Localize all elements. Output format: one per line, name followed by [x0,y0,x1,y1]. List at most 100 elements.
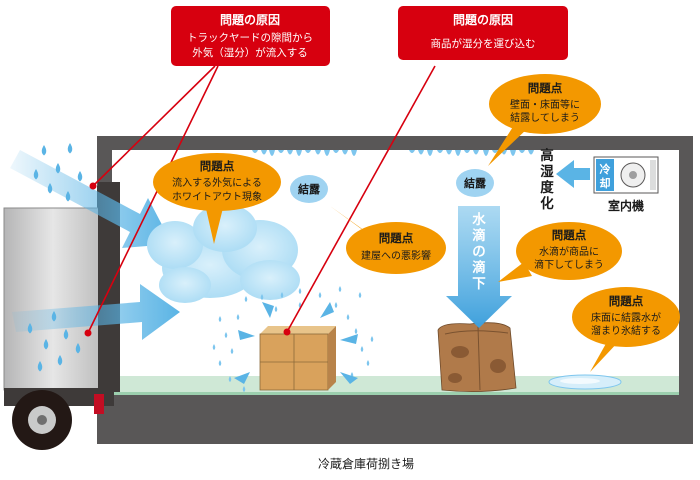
cause-box-1: 問題の原因 トラックヤードの隙間から 外気（湿分）が流入する [171,6,330,66]
air-inflow-arrows [10,150,180,340]
air-inflow-arrow-lower [12,284,180,340]
truck-container [3,207,103,391]
water-droplet-icon [67,143,73,154]
wet-product-box [437,322,517,392]
water-droplet-icon [37,361,43,372]
diagram-caption: 冷蔵倉庫荷捌き場 [318,456,414,471]
ceiling-drip-icon [464,150,470,153]
svg-text:商品が湿分を運び込む: 商品が湿分を運び込む [431,37,536,50]
drip-text-char: 滴 [472,227,486,244]
truck-wheel-center [37,415,47,425]
ceiling-drip-icon [409,150,415,153]
water-droplet-icon [57,355,63,366]
air-inflow-arrow-upper [10,150,172,248]
svg-text:流入する外気による: 流入する外気による [172,176,262,189]
ceiling-drip-icon [519,150,525,153]
water-droplet-icon [63,329,69,340]
svg-text:水滴が商品に: 水滴が商品に [539,245,599,258]
svg-text:問題点: 問題点 [379,231,414,245]
moisture-spread-arrows [234,302,358,384]
ceiling-drip-icon [296,150,302,156]
water-drip-arrow [446,206,512,328]
svg-text:壁面・床面等に: 壁面・床面等に [510,98,580,111]
svg-text:床面に結露水が: 床面に結露水が [591,311,661,324]
water-droplet-icon [43,339,49,350]
condensation-label-2: 結露 [456,169,494,197]
drip-text-char: 下 [472,276,486,292]
water-droplet-icon [242,386,246,392]
ceiling-drip-icon [455,150,461,156]
cool-text-char: 冷 [600,162,611,176]
water-droplet-icon [360,346,364,352]
ceiling-drip-icon [510,150,516,156]
humid-text-char: 高 [540,147,554,164]
floor-edge [112,392,679,395]
whiteout-cloud [147,204,300,303]
water-droplet-icon [354,328,358,334]
ceiling-drip-icon [418,150,424,155]
svg-text:結露: 結露 [464,176,487,190]
svg-text:問題点: 問題点 [552,228,587,242]
floor-surface [112,376,679,394]
problem-bubble-condensation: 問題点 壁面・床面等に 結露してしまう [488,74,601,166]
ceiling-drip-icon [324,150,330,156]
water-droplet-icon [280,292,284,298]
water-droplet-icon [41,145,47,156]
ceiling-drip-icon [333,150,339,153]
ceiling-drip-icon [427,150,433,156]
water-droplet-icon [230,348,234,354]
svg-text:問題点: 問題点 [528,81,563,95]
ceiling-drip-icon [287,150,293,155]
humid-text-char: 度 [540,179,554,196]
humid-text-char: 化 [540,195,554,212]
svg-text:滴下してしまう: 滴下してしまう [534,258,604,271]
ceiling-drip-icon [351,150,357,156]
svg-text:問題点: 問題点 [609,294,644,308]
water-droplet-icon [218,316,222,322]
problem-bubble-freezing: 問題点 床面に結露水が 溜まり氷結する [572,287,680,372]
floor-ice [548,374,622,390]
ceiling-drip-icon [261,150,267,155]
ceiling-drip-icon [446,150,452,155]
svg-text:問題の原因: 問題の原因 [453,12,513,27]
ceiling-drip-icon [473,150,479,155]
svg-text:外気（湿分）が流入する: 外気（湿分）が流入する [192,46,308,59]
truck-door-frame [98,182,120,392]
water-droplet-icon [75,343,81,354]
water-droplet-icon [228,376,232,382]
indoor-unit [593,156,659,194]
cause-leader-lines [87,65,436,334]
ceiling-drip-icon [252,150,258,153]
water-droplet-icon [260,294,264,300]
cause-box-2: 問題の原因 商品が湿分を運び込む [398,6,568,60]
svg-text:建屋への悪影響: 建屋への悪影響 [361,249,431,262]
cooling-badge [596,159,614,191]
ceiling-drip-icon [437,150,443,153]
water-droplet-icon [274,306,278,312]
svg-text:溜まり氷結する: 溜まり氷結する [591,324,661,337]
problem-bubble-building: 問題点 建屋への悪影響 [330,206,446,274]
cool-text-char: 却 [600,176,611,190]
water-droplet-icon [244,296,248,302]
water-droplet-icon [236,314,240,320]
svg-text:問題の原因: 問題の原因 [220,12,280,27]
problem-bubble-whiteout: 問題点 流入する外気による ホワイトアウト現象 [153,153,281,244]
water-droplet-icon [318,292,322,298]
water-droplet-icon [212,344,216,350]
svg-text:結露してしまう: 結露してしまう [510,111,580,124]
water-droplet-icon [338,286,342,292]
indoor-unit-label: 室内機 [608,198,644,213]
water-droplet-icon [346,314,350,320]
cooling-label: 冷却 [600,162,611,190]
ceiling-drip-icon [278,150,284,153]
ceiling-drip-icon [315,150,321,155]
problem-bubble-drip: 問題点 水滴が商品に 滴下してしまう [498,222,622,282]
water-droplet-icon [218,360,222,366]
ceiling-drip-icon [269,150,275,156]
svg-text:ホワイトアウト現象: ホワイトアウト現象 [172,191,262,203]
water-droplet-icon [370,336,374,342]
ceiling-drip-icon [492,150,498,153]
